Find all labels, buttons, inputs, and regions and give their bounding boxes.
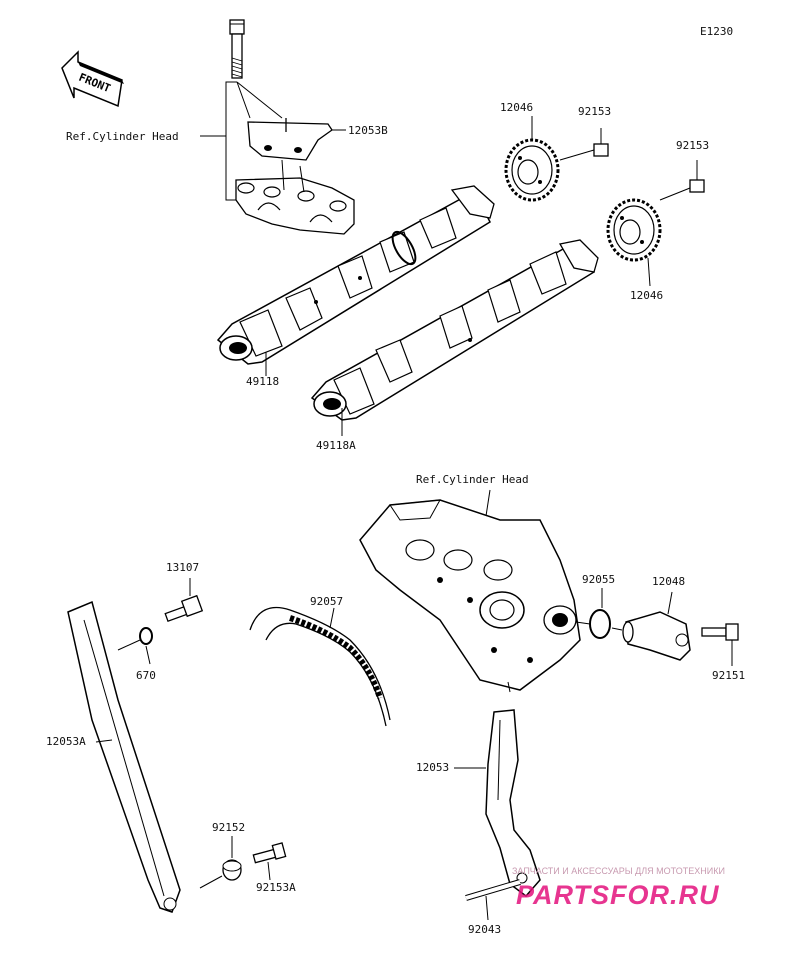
guide-bolt <box>252 842 287 881</box>
label-92153-b: 92153 <box>676 139 710 152</box>
exhaust-camshaft <box>216 185 495 365</box>
label-49118A: 49118A <box>316 439 356 452</box>
label-13107: 13107 <box>166 561 200 574</box>
label-12053: 12053 <box>416 761 450 774</box>
camshaft-sprocket-bottom <box>606 198 662 287</box>
camshaft-sprocket-top <box>504 116 560 202</box>
label-ref-cylinder-head-mid: Ref.Cylinder Head <box>416 473 529 486</box>
label-12048: 12048 <box>652 575 686 588</box>
timing-chain <box>249 606 391 727</box>
label-92153A: 92153A <box>256 881 296 894</box>
label-92055: 92055 <box>582 573 616 586</box>
camshaft-cap-bolt <box>229 19 245 79</box>
sprocket-bolt-b <box>659 160 705 201</box>
rear-chain-guide <box>67 600 181 913</box>
upper-chain-guide <box>247 118 346 161</box>
ref-bracket-lines <box>200 81 283 201</box>
label-12046-bottom: 12046 <box>630 289 664 302</box>
tensioner-bolt <box>701 623 739 666</box>
label-12053B: 12053B <box>348 124 388 137</box>
label-670: 670 <box>136 669 156 682</box>
sprocket-bolt-a <box>559 128 609 161</box>
diagram-code: E1230 <box>700 25 734 38</box>
o-ring <box>575 588 611 639</box>
label-92057: 92057 <box>310 595 344 608</box>
label-92153-a: 92153 <box>578 105 612 118</box>
washer <box>117 627 153 665</box>
camshaft-cap <box>235 159 355 235</box>
guide-pin <box>465 879 521 921</box>
label-92043: 92043 <box>468 923 502 936</box>
guide-pivot-bolt <box>164 578 204 623</box>
label-12046-top: 12046 <box>500 101 534 114</box>
cylinder-head <box>359 489 581 693</box>
front-arrow-icon: FRONT <box>61 50 124 108</box>
label-ref-cylinder-head-top: Ref.Cylinder Head <box>66 130 179 143</box>
intake-camshaft <box>310 239 599 421</box>
watermark-tagline: ЗАПЧАСТИ И АКСЕССУАРЫ ДЛЯ МОТОТЕХНИКИ <box>512 866 725 876</box>
watermark-brand: PARTSFOR.RU <box>516 880 720 910</box>
label-49118: 49118 <box>246 375 280 388</box>
tensioner-guide <box>454 709 541 898</box>
chain-tensioner <box>611 591 691 661</box>
guide-collar <box>199 836 242 889</box>
label-92151: 92151 <box>712 669 746 682</box>
label-12053A: 12053A <box>46 735 86 748</box>
label-92152: 92152 <box>212 821 246 834</box>
